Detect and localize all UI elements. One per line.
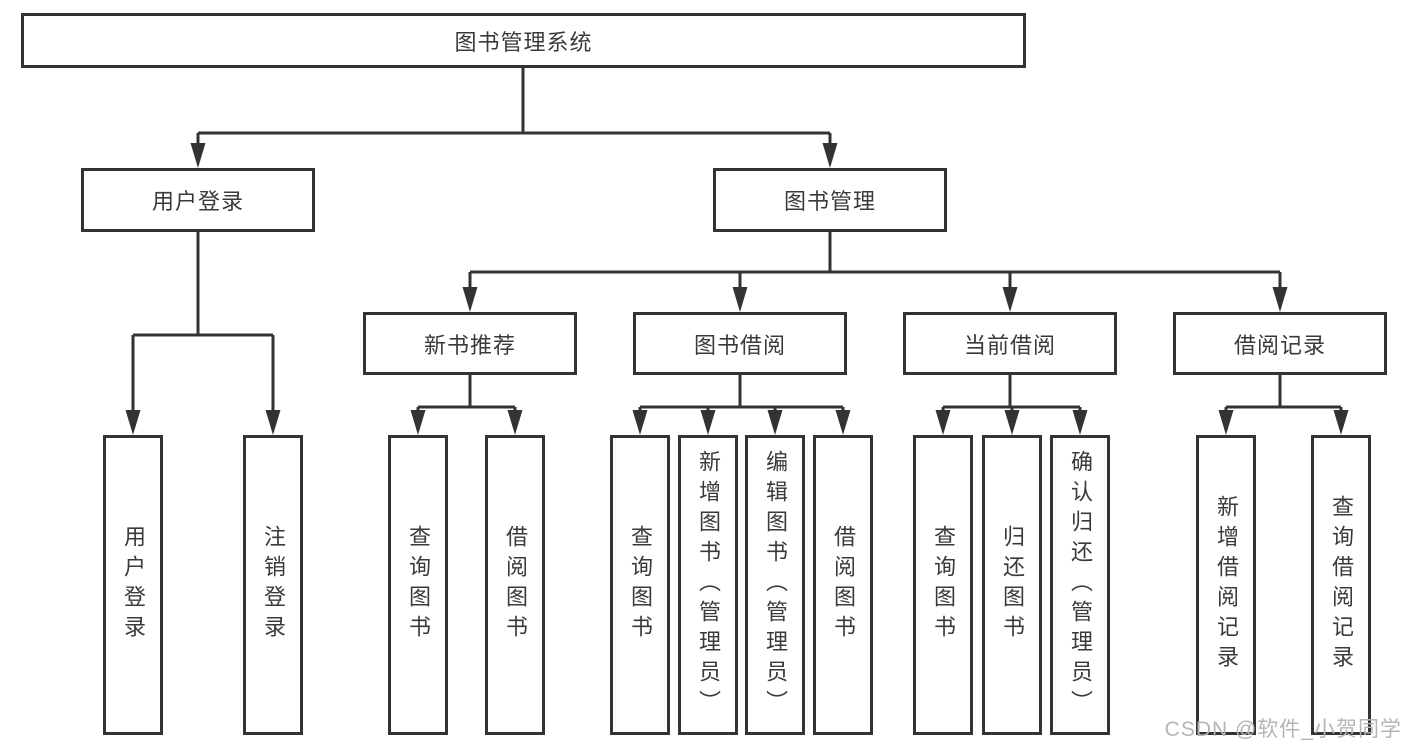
node-label: 图书管理系统 xyxy=(454,29,593,55)
leaf-add-borrow-record: 新增借阅记录 xyxy=(1196,435,1256,735)
node-label: 图书管理 xyxy=(783,189,876,214)
arrowheads xyxy=(125,143,1349,435)
node-label: 当前借阅 xyxy=(963,332,1056,358)
leaf-borrow-books-1: 借阅图书 xyxy=(485,435,545,735)
leaf-user-login: 用户登录 xyxy=(103,435,163,735)
node-label: 查询借阅记录 xyxy=(1329,495,1354,675)
node-label: 新增图书（管理员） xyxy=(696,450,721,720)
leaf-query-books-3: 查询图书 xyxy=(913,435,973,735)
node-book-borrowing: 图书借阅 xyxy=(633,312,847,375)
node-label: 确认归还（管理员） xyxy=(1068,450,1093,720)
node-label: 图书借阅 xyxy=(693,332,786,358)
leaf-confirm-return-admin: 确认归还（管理员） xyxy=(1050,435,1110,735)
node-current-borrowing: 当前借阅 xyxy=(903,312,1117,375)
node-label: 借阅记录 xyxy=(1233,332,1326,358)
node-label: 用户登录 xyxy=(151,189,244,214)
leaf-borrow-books-2: 借阅图书 xyxy=(813,435,873,735)
node-new-book-recommend: 新书推荐 xyxy=(363,312,577,375)
leaf-add-books-admin: 新增图书（管理员） xyxy=(678,435,738,735)
node-label: 用户登录 xyxy=(121,525,146,645)
node-label: 新书推荐 xyxy=(423,332,516,358)
leaf-logout: 注销登录 xyxy=(243,435,303,735)
leaf-return-books: 归还图书 xyxy=(982,435,1042,735)
node-label: 查询图书 xyxy=(406,525,431,645)
leaf-query-borrow-record: 查询借阅记录 xyxy=(1311,435,1371,735)
node-label: 查询图书 xyxy=(628,525,653,645)
leaf-query-books-2: 查询图书 xyxy=(610,435,670,735)
node-label: 编辑图书（管理员） xyxy=(763,450,788,720)
node-borrowing-records: 借阅记录 xyxy=(1173,312,1387,375)
node-label: 查询图书 xyxy=(931,525,956,645)
leaf-edit-books-admin: 编辑图书（管理员） xyxy=(745,435,805,735)
node-user-login: 用户登录 xyxy=(81,168,315,232)
node-book-management: 图书管理 xyxy=(713,168,947,232)
node-label: 新增借阅记录 xyxy=(1214,495,1239,675)
node-label: 借阅图书 xyxy=(503,525,528,645)
node-library-management-system: 图书管理系统 xyxy=(21,13,1026,68)
leaf-query-books-1: 查询图书 xyxy=(388,435,448,735)
node-label: 借阅图书 xyxy=(831,525,856,645)
node-label: 注销登录 xyxy=(261,525,286,645)
node-label: 归还图书 xyxy=(1000,525,1025,645)
